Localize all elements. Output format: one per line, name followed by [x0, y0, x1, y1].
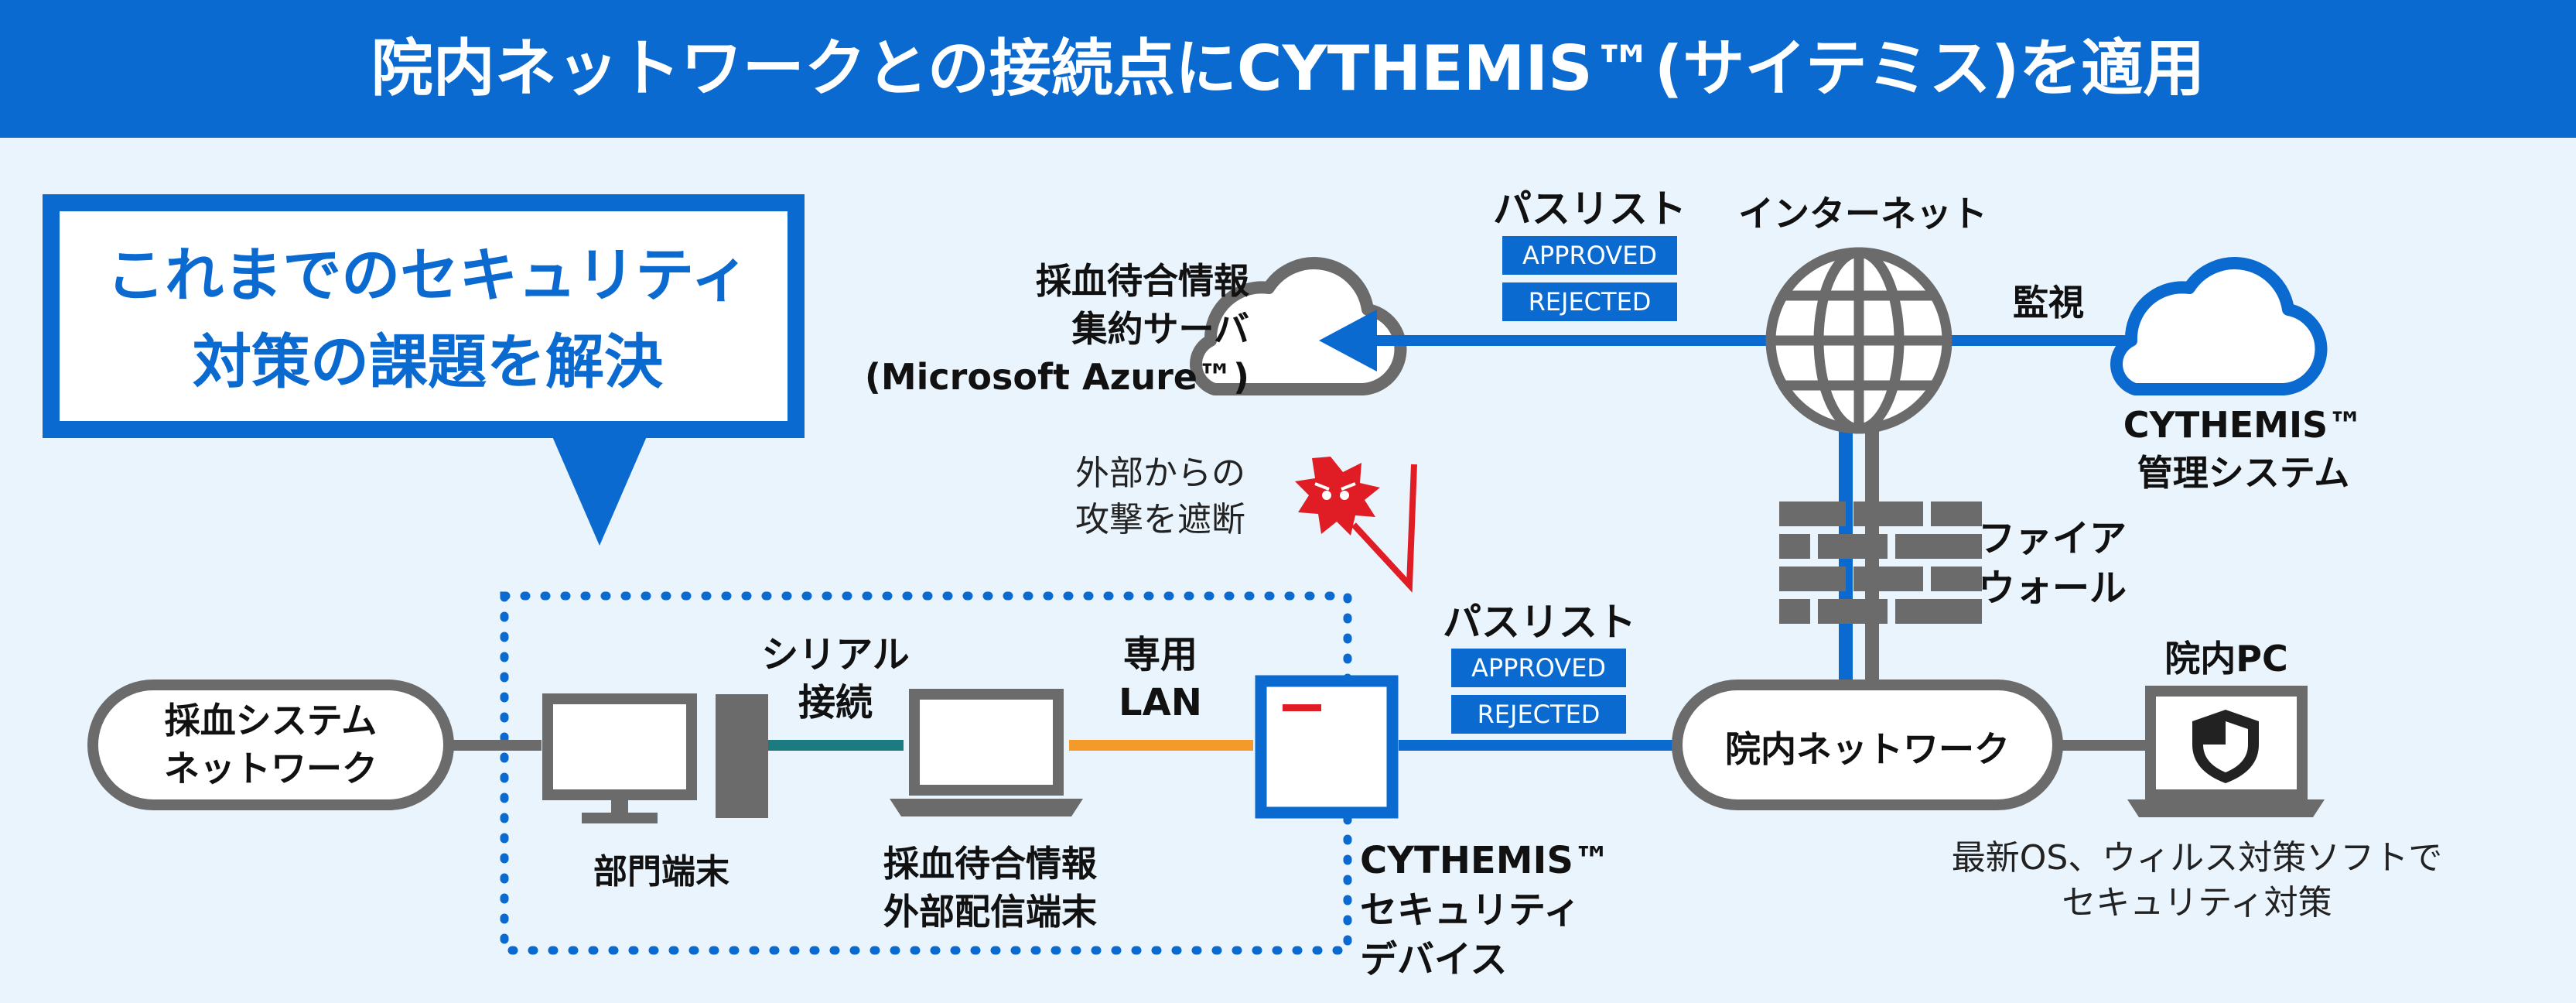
- cythemis-device-line1: CYTHEMIS™: [1360, 839, 1611, 882]
- globe-icon: [1765, 247, 1952, 434]
- external-terminal-label: 採血待合情報 外部配信端末: [843, 840, 1137, 936]
- attack-label: 外部からの 攻撃を遮断: [1037, 450, 1284, 543]
- attack-icon: [1295, 457, 1380, 536]
- attack-line2: 攻撃を遮断: [1075, 500, 1245, 539]
- azure-server-line3: (Microsoft Azure™): [864, 356, 1249, 398]
- passlist-top-approved: APPROVED: [1502, 236, 1677, 275]
- title-bar: [0, 0, 2576, 138]
- azure-server-line1: 採血待合情報: [1036, 260, 1249, 302]
- attack-line1: 外部からの: [1075, 454, 1245, 493]
- cloud-icon: [1190, 257, 1439, 395]
- dedicated-lan-label: 専用 LAN: [1083, 631, 1238, 727]
- callout-line1: これまでのセキュリティ: [106, 241, 750, 310]
- serial-label: シリアル 接続: [743, 631, 928, 727]
- passlist-mid-label: パスリスト: [1443, 600, 1636, 645]
- pc-note: 最新OS、ウィルス対策ソフトで セキュリティ対策: [1903, 836, 2491, 926]
- dedicated-lan-line2: LAN: [1119, 681, 1202, 724]
- blood-system-line2: ネットワーク: [164, 748, 378, 789]
- internet-label: インターネット: [1738, 193, 1987, 234]
- passlist-top-rejected: REJECTED: [1502, 282, 1677, 321]
- mgmt-system-label: CYTHEMIS™ 管理システム: [2089, 401, 2398, 497]
- azure-server-label: 採血待合情報 集約サーバ (Microsoft Azure™): [816, 257, 1249, 401]
- page-title: 院内ネットワークとの接続点にCYTHEMIS™(サイテミス)を適用: [371, 33, 2205, 104]
- blood-system-label: 採血システム ネットワーク: [93, 697, 449, 792]
- callout-line2: 対策の課題を解決: [193, 327, 663, 396]
- blood-system-line1: 採血システム: [164, 700, 378, 741]
- cythemis-device-label: CYTHEMIS™ セキュリティ デバイス: [1360, 836, 1623, 984]
- block-mark: [1351, 464, 1417, 593]
- monitor-label: 監視: [2013, 282, 2084, 323]
- external-terminal-line2: 外部配信端末: [883, 891, 1097, 933]
- external-terminal-line1: 採血待合情報: [883, 843, 1097, 885]
- hospital-network-node: [1672, 680, 2063, 810]
- passlist-mid-rejected: REJECTED: [1451, 695, 1626, 734]
- blood-system-node: [87, 680, 454, 810]
- department-terminal-label: 部門端末: [593, 852, 729, 892]
- azure-server-line2: 集約サーバ: [1071, 308, 1249, 350]
- shield-icon: [2192, 710, 2259, 783]
- serial-line1: シリアル: [761, 633, 910, 676]
- monitor-icon: [542, 693, 768, 823]
- mgmt-system-line2: 管理システム: [2137, 452, 2350, 494]
- hospital-network-label: 院内ネットワーク: [1725, 728, 2010, 770]
- dotted-boundary: [500, 591, 1352, 955]
- firewall-label: ファイア ウォール: [1956, 514, 2149, 613]
- cythemis-device-line3: デバイス: [1360, 938, 1508, 981]
- connections: [449, 335, 2151, 751]
- dedicated-lan-line1: 専用: [1122, 633, 1197, 676]
- hospital-pc-label: 院内PC: [2164, 638, 2288, 680]
- mgmt-cloud-icon: [2110, 257, 2328, 395]
- callout-box: [43, 194, 805, 546]
- serial-line2: 接続: [798, 681, 873, 724]
- mgmt-system-line1: CYTHEMIS™: [2123, 404, 2364, 446]
- firewall-line1: ファイア: [1977, 517, 2127, 560]
- pc-note-line2: セキュリティ対策: [2062, 883, 2332, 923]
- passlist-mid-approved: APPROVED: [1451, 649, 1626, 687]
- firewall-line2: ウォール: [1977, 567, 2127, 610]
- pc-note-line1: 最新OS、ウィルス対策ソフトで: [1951, 838, 2443, 878]
- hospital-pc-laptop: [2127, 686, 2325, 817]
- passlist-top-label: パスリスト: [1493, 187, 1686, 231]
- callout-text: これまでのセキュリティ 対策の課題を解決: [68, 232, 787, 406]
- firewall-icon: [1779, 502, 1982, 624]
- cythemis-device-line2: セキュリティ: [1360, 888, 1581, 932]
- security-device-icon: [1255, 675, 1399, 819]
- laptop-icon: [890, 689, 1083, 816]
